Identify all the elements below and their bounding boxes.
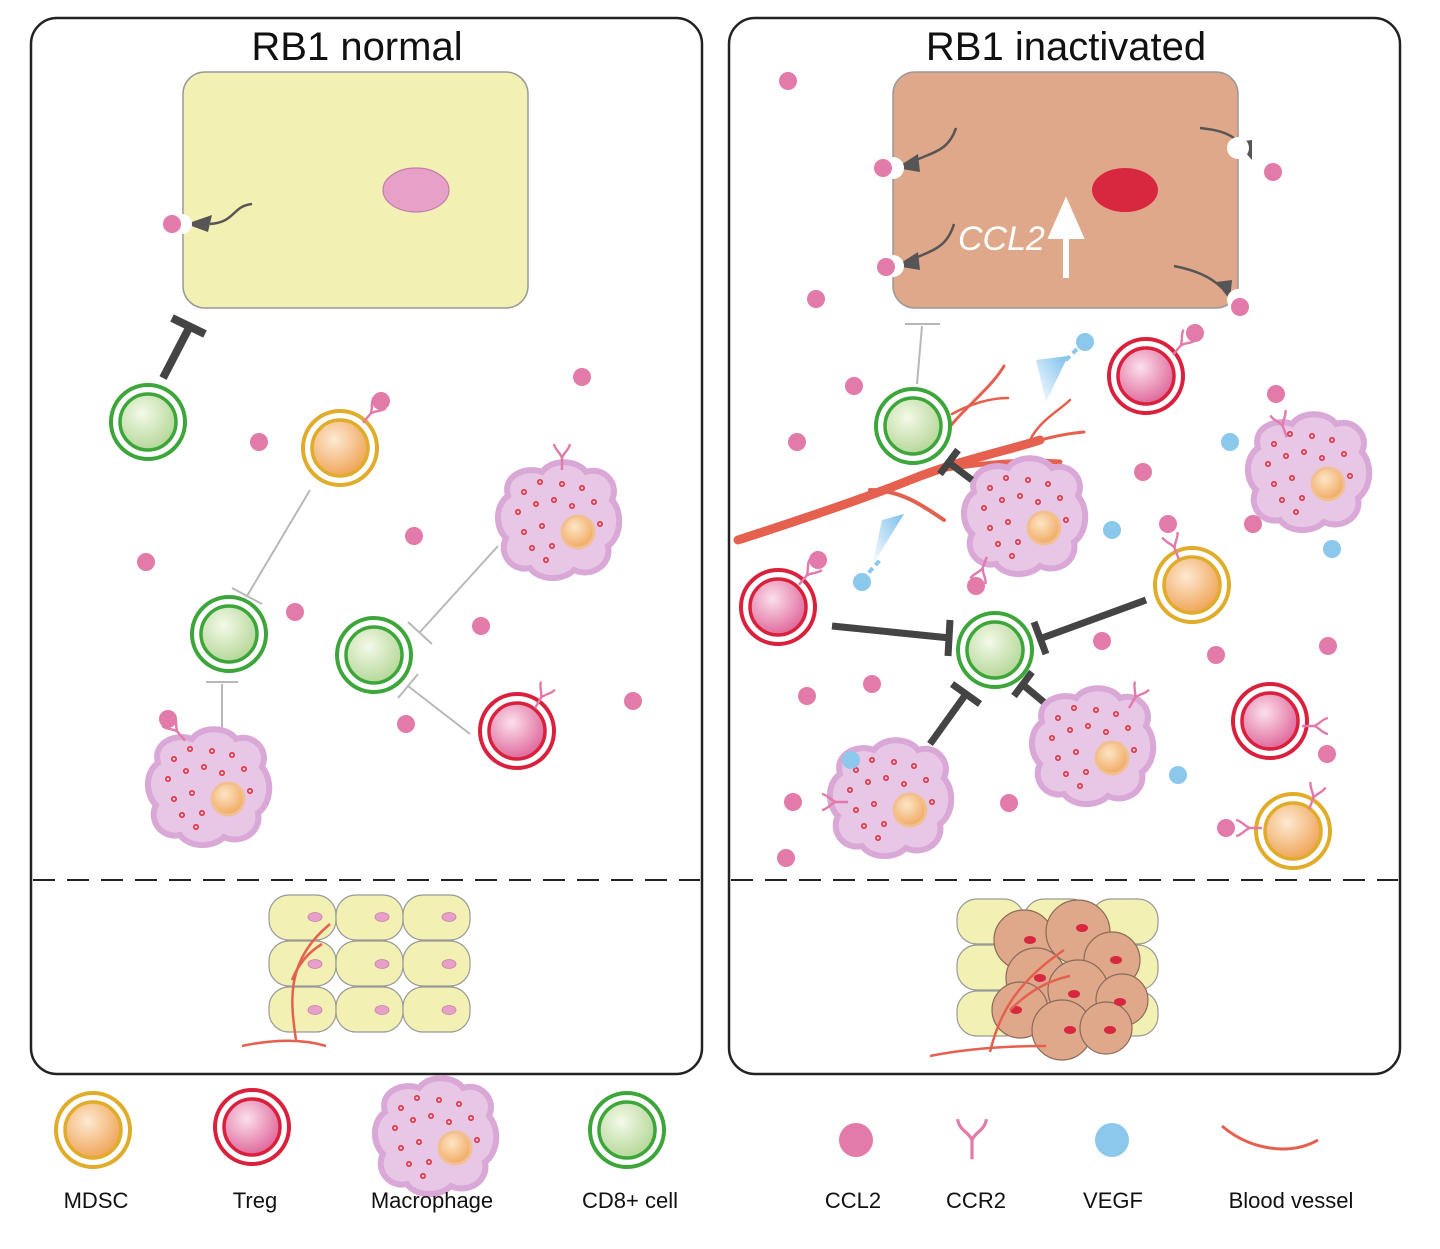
legend-treg-icon bbox=[213, 1088, 291, 1166]
left-panel: RB1 normal bbox=[29, 16, 704, 1076]
macrophage bbox=[1248, 414, 1369, 530]
right-panel: RB1 inactivated CCL2 bbox=[727, 16, 1402, 1076]
weak-inhibition-to-tumor bbox=[905, 323, 940, 385]
legend-macrophage-label: Macrophage bbox=[371, 1188, 493, 1213]
vessel bbox=[241, 923, 331, 1048]
treg-cell bbox=[739, 568, 817, 646]
cd8-cell bbox=[956, 611, 1034, 689]
legend-vegf-label: VEGF bbox=[1083, 1188, 1143, 1213]
macrophage bbox=[964, 458, 1085, 574]
legend: MDSC Treg Macrophage CD8+ cell CCL2 CCR2… bbox=[54, 1078, 1354, 1213]
ccl2-bound bbox=[1186, 324, 1204, 342]
inhibition-cd8-to-tumor bbox=[159, 314, 207, 380]
legend-vegf-icon bbox=[1095, 1123, 1129, 1157]
cd8-cell bbox=[874, 387, 952, 465]
legend-vessel-label: Blood vessel bbox=[1229, 1188, 1354, 1213]
legend-cd8-icon bbox=[588, 1091, 666, 1169]
vegf-molecules bbox=[842, 333, 1341, 784]
inhibitions-to-cd8 bbox=[831, 596, 1148, 747]
mdsc-cell bbox=[1254, 792, 1332, 870]
macrophage bbox=[498, 462, 619, 578]
ccl2-bound bbox=[1159, 515, 1177, 533]
vessel bbox=[929, 948, 1071, 1058]
treg-cell bbox=[478, 692, 556, 770]
treg-cell bbox=[1231, 682, 1309, 760]
normal-cell bbox=[163, 71, 529, 309]
macrophage bbox=[1032, 688, 1153, 804]
ccl2-bound bbox=[159, 710, 177, 728]
treg-cell bbox=[1107, 337, 1185, 415]
ccl2-bound bbox=[1217, 819, 1235, 837]
cd8-cell bbox=[190, 595, 268, 673]
weak-inhibitions bbox=[206, 489, 499, 735]
ccl2-free bbox=[137, 368, 642, 733]
macrophage bbox=[148, 729, 269, 845]
mdsc-cell bbox=[1153, 546, 1231, 624]
right-panel-title: RB1 inactivated bbox=[926, 25, 1206, 69]
legend-ccl2-icon bbox=[839, 1123, 873, 1157]
ccl2-bound bbox=[372, 392, 390, 410]
legend-ccr2-icon bbox=[956, 1118, 988, 1160]
tumor-tissue bbox=[929, 898, 1159, 1061]
legend-mdsc-label: MDSC bbox=[64, 1188, 129, 1213]
mdsc-cell bbox=[301, 409, 379, 487]
legend-vessel-icon bbox=[1221, 1124, 1319, 1151]
cd8-cell bbox=[109, 383, 187, 461]
tumor-cell: CCL2 bbox=[874, 71, 1282, 316]
up-arrow-icon bbox=[1047, 196, 1085, 278]
vegf-arrows bbox=[860, 340, 1086, 582]
legend-mdsc-icon bbox=[54, 1091, 132, 1169]
ccl2-free bbox=[777, 72, 1337, 867]
ccl2-upregulation-label: CCL2 bbox=[958, 220, 1045, 258]
legend-cd8-label: CD8+ cell bbox=[582, 1188, 678, 1213]
normal-nucleus bbox=[382, 167, 450, 213]
ccl2-bound bbox=[809, 551, 827, 569]
legend-ccr2-label: CCR2 bbox=[946, 1188, 1006, 1213]
left-panel-title: RB1 normal bbox=[251, 25, 462, 69]
tumor-nucleus bbox=[1092, 168, 1158, 212]
cd8-cell bbox=[335, 616, 413, 694]
legend-ccl2-label: CCL2 bbox=[825, 1188, 881, 1213]
legend-macrophage-icon bbox=[375, 1078, 496, 1194]
normal-tissue bbox=[241, 894, 471, 1048]
legend-treg-label: Treg bbox=[233, 1188, 277, 1213]
inhibition-mac-to-cd8 bbox=[937, 447, 975, 483]
